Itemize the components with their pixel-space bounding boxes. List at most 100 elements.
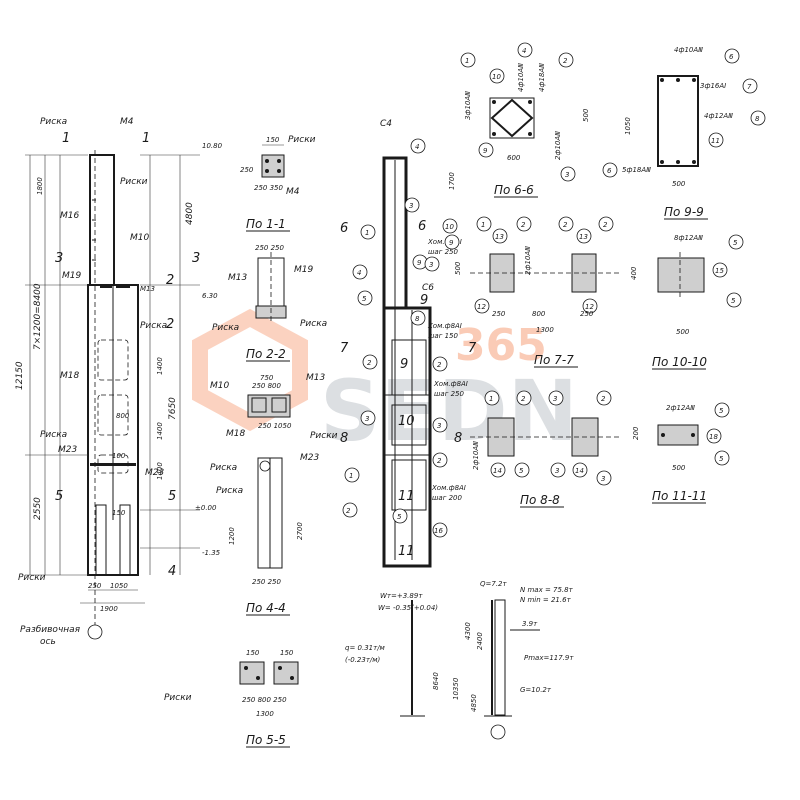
svg-text:1700: 1700 (448, 172, 456, 190)
axis-label-1: Разбивочная (20, 625, 81, 635)
svg-text:2: 2 (521, 221, 526, 229)
svg-text:150: 150 (280, 649, 294, 657)
section-4-4: М23 Риска Риска 1200 2700 250 250 По 4-4 (210, 453, 319, 616)
section-5-5: 150 150 250 800 250 1300 Риски По 5-5 (164, 649, 299, 748)
marker-7: 7 (340, 341, 349, 356)
svg-text:4ф10АⅢ: 4ф10АⅢ (517, 63, 525, 92)
svg-text:2ф10АⅢ: 2ф10АⅢ (524, 246, 532, 275)
svg-text:Хом.ф8АⅠ: Хом.ф8АⅠ (427, 238, 462, 246)
svg-text:800: 800 (532, 310, 546, 318)
svg-text:2ф10АⅢ: 2ф10АⅢ (472, 441, 480, 470)
svg-text:шаг 150: шаг 150 (428, 332, 459, 340)
section-11-11-caption: По 11-11 (652, 489, 707, 503)
section-8-8-caption: По 8-8 (520, 493, 560, 507)
marker-5-left: 5 (55, 489, 63, 504)
svg-text:4ф18АⅢ: 4ф18АⅢ (538, 63, 546, 92)
svg-text:4ф10АⅢ: 4ф10АⅢ (674, 46, 703, 54)
svg-text:3: 3 (437, 422, 441, 430)
section-1-1-caption: По 1-1 (246, 217, 286, 231)
svg-text:250 800: 250 800 (252, 382, 281, 390)
watermark: 365 SEDN (192, 308, 578, 460)
label-riska-top: Риска (40, 117, 67, 127)
zone-10: 10 (398, 414, 415, 429)
dim-1400b: 1400 (156, 422, 164, 440)
svg-text:12: 12 (585, 303, 594, 311)
watermark-word: SEDN (320, 362, 578, 460)
svg-text:4850: 4850 (470, 694, 478, 712)
level-mid: 6.30 (202, 292, 218, 300)
svg-text:2ф10АⅢ: 2ф10АⅢ (554, 131, 562, 160)
section-10-10-caption: По 10-10 (652, 355, 707, 369)
svg-text:Pmax=117.9т: Pmax=117.9т (524, 654, 574, 662)
axis-label-2: ось (40, 637, 56, 647)
svg-text:шаг 250: шаг 250 (434, 390, 465, 398)
svg-text:2: 2 (563, 57, 568, 65)
svg-text:6: 6 (607, 167, 612, 175)
svg-text:14: 14 (575, 467, 584, 475)
watermark-brand: 365 (455, 320, 547, 371)
svg-text:шаг 200: шаг 200 (432, 494, 463, 502)
section-8-8: 1 2 3 2 14 5 3 14 3 2ф10АⅢ По 8-8 (470, 390, 620, 508)
marker-3-right: 3 (192, 251, 200, 266)
label-riski-bottom: Риски (18, 573, 46, 583)
svg-text:5ф18АⅢ: 5ф18АⅢ (622, 166, 651, 174)
label-m13: М13 (140, 285, 155, 293)
marker-8: 8 (340, 431, 348, 446)
dim-7x1200: 7×1200=8400 (33, 283, 43, 350)
svg-text:10: 10 (445, 223, 454, 231)
dim-1400a: 1400 (156, 357, 164, 375)
level-top: 10.80 (202, 142, 223, 150)
svg-text:3: 3 (409, 202, 413, 210)
zone-9: 9 (400, 357, 408, 372)
section-10-10: 8ф12АⅢ 5 15 5 400 500 По 10-10 (630, 234, 744, 370)
svg-text:2: 2 (601, 395, 606, 403)
dim-800: 800 (116, 412, 130, 420)
svg-text:1: 1 (349, 472, 353, 480)
svg-text:М23: М23 (300, 453, 319, 463)
svg-text:М18: М18 (226, 429, 245, 439)
svg-text:3: 3 (565, 171, 569, 179)
label-riski-top: Риски (120, 177, 148, 187)
label-riska-mid: Риска (140, 321, 167, 331)
svg-text:5: 5 (362, 295, 367, 303)
label-m10: М10 (130, 233, 149, 243)
svg-text:2: 2 (346, 507, 351, 515)
svg-text:2: 2 (563, 221, 568, 229)
svg-text:2400: 2400 (476, 632, 484, 650)
svg-text:2: 2 (367, 359, 372, 367)
column-elevation-left: 12150 7×1200=8400 2550 1800 4800 7650 14… (15, 117, 223, 647)
svg-text:250 250: 250 250 (255, 244, 284, 252)
svg-text:4: 4 (522, 47, 526, 55)
section-11-11: 2ф12АⅢ 5 18 5 200 500 По 11-11 (632, 402, 730, 504)
svg-text:Риска: Риска (300, 319, 327, 329)
svg-text:N min = 21.6т: N min = 21.6т (520, 596, 572, 604)
axis-bubble (87, 624, 103, 640)
marker-3-left: 3 (55, 251, 63, 266)
svg-text:1300: 1300 (536, 326, 554, 334)
svg-text:600: 600 (507, 154, 521, 162)
svg-text:N max = 75.8т: N max = 75.8т (520, 586, 574, 594)
svg-text:q= 0.31т/м: q= 0.31т/м (345, 644, 386, 652)
svg-text:5: 5 (731, 297, 736, 305)
svg-text:16: 16 (434, 527, 443, 535)
svg-text:М19: М19 (294, 265, 313, 275)
svg-text:200: 200 (632, 426, 640, 440)
section-4-4-caption: По 4-4 (246, 601, 286, 615)
svg-text:500: 500 (672, 464, 686, 472)
svg-text:Риски: Риски (164, 693, 192, 703)
svg-text:8: 8 (755, 115, 760, 123)
svg-text:4: 4 (357, 269, 361, 277)
svg-text:шаг 250: шаг 250 (428, 248, 459, 256)
svg-text:Хом.ф8АⅠ: Хом.ф8АⅠ (433, 380, 468, 388)
svg-text:7: 7 (747, 83, 752, 91)
dim-total-height: 12150 (15, 361, 25, 390)
svg-text:Хом.ф8АⅠ: Хом.ф8АⅠ (427, 322, 462, 330)
svg-text:2: 2 (603, 221, 608, 229)
label-m23-left: М23 (58, 445, 77, 455)
svg-text:Риска: Риска (216, 486, 243, 496)
svg-text:750: 750 (260, 374, 274, 382)
svg-text:С4: С4 (380, 119, 392, 129)
svg-text:4ф12АⅢ: 4ф12АⅢ (704, 112, 733, 120)
label-riska-low: Риска (40, 430, 67, 440)
